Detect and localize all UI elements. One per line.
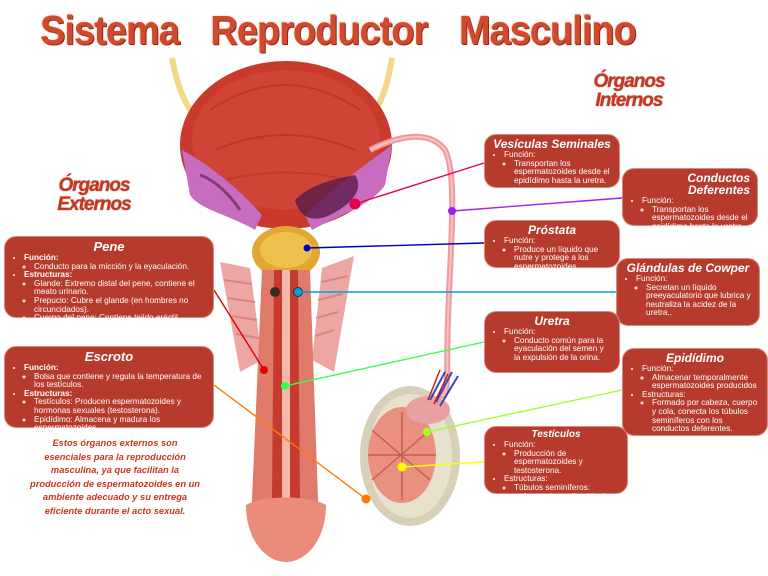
box-title: Testículos xyxy=(531,429,581,440)
function-text: Produce un líquido que nutre y protege a… xyxy=(514,245,612,272)
structure-item: Epidídimo: Almacena y madura los esperma… xyxy=(34,415,206,433)
function-text: Conducto para la micción y la eyaculació… xyxy=(34,262,206,272)
box-title: Escroto xyxy=(84,349,134,364)
structure-item: Glande: Extremo distal del pene, contien… xyxy=(34,279,206,297)
function-label: Función: xyxy=(636,274,668,283)
function-text: Bolsa que contiene y regula la temperatu… xyxy=(34,372,206,390)
structure-item: Prepucio: Cubre el glande (en hombres no… xyxy=(34,296,206,314)
cowper-gland-left xyxy=(270,287,280,297)
box-prostata: Próstata Función: Produce un líquido que… xyxy=(484,220,620,271)
function-label: Función: xyxy=(642,364,674,373)
function-text: Conducto común para la eyaculación del s… xyxy=(514,336,612,363)
page-title: Sistema Reproductor Masculino xyxy=(40,8,637,54)
sub-structure-label: Túbulos seminíferos: xyxy=(514,482,590,492)
box-title: Epidídimo xyxy=(666,351,724,365)
marker-epididimo xyxy=(423,428,431,436)
box-escroto: Escroto Función: Bolsa que contiene y re… xyxy=(4,346,214,432)
function-label: Función: xyxy=(642,196,674,205)
function-label: Función: xyxy=(24,363,59,372)
box-vesiculas-seminales: Vesículas Seminales Función: Transportan… xyxy=(484,134,620,188)
function-label: Función: xyxy=(504,236,536,245)
leader-testiculos xyxy=(401,461,485,468)
function-label: Función: xyxy=(504,327,536,336)
structure-item: Cuerpo del pene: Contiene tejido eréctil… xyxy=(34,314,206,323)
section-external-title: Órganos Externos xyxy=(57,175,131,215)
box-uretra: Uretra Función: Conducto común para la e… xyxy=(484,311,620,373)
leader-uretra xyxy=(284,341,485,387)
function-label: Función: xyxy=(504,150,536,159)
function-label: Función: xyxy=(504,440,536,449)
sub-structure-text: Lugar de producción de espermatozoides xyxy=(524,492,620,510)
box-glandulas-cowper: Glándulas de Cowper Función: Secretan un… xyxy=(616,258,760,326)
structure-item: Testículos: Producen espermatozoides y h… xyxy=(34,398,206,415)
box-title: Glándulas de Cowper xyxy=(626,261,750,275)
leader-prostata xyxy=(306,242,485,249)
structures-label: Estructuras: xyxy=(24,388,73,398)
leader-escroto xyxy=(213,384,367,500)
box-testiculos: Testículos Función: Producción de esperm… xyxy=(484,426,628,509)
structures-label: Estructuras: xyxy=(24,270,73,280)
function-text: Producción de espermatozoides y testoste… xyxy=(514,449,620,476)
box-pene: Pene Función: Conducto para la micción y… xyxy=(4,236,214,322)
structures-text: Formado por cabeza, cuerpo y cola, conec… xyxy=(652,399,760,433)
function-text: Almacenar temporalmente espermatozoides … xyxy=(652,373,760,391)
external-organs-note: Estos órganos externos son esenciales pa… xyxy=(30,438,200,516)
box-title: Vesículas Seminales xyxy=(493,137,611,151)
leader-epididimo xyxy=(426,389,623,433)
marker-conductos xyxy=(448,207,456,215)
function-text: Transportan los espermatozoides desde el… xyxy=(514,159,612,186)
leader-pene xyxy=(213,289,265,371)
leader-conductos xyxy=(451,197,623,212)
structures-label: Estructuras: xyxy=(504,474,548,484)
marker-testiculos xyxy=(397,462,407,472)
section-internal-title: Órganos Internos xyxy=(593,71,665,111)
marker-pene xyxy=(260,366,268,374)
epididymis xyxy=(406,396,450,424)
box-title: Uretra xyxy=(534,314,570,328)
marker-prostata xyxy=(303,244,311,252)
marker-cowper xyxy=(294,288,302,296)
marker-uretra xyxy=(281,382,289,390)
box-epididimo: Epidídimo Función: Almacenar temporalmen… xyxy=(622,348,768,436)
box-title: Próstata xyxy=(527,223,577,237)
box-title: Conductos Deferentes xyxy=(687,171,750,197)
structures-label: Estructuras: xyxy=(642,389,686,399)
marker-escroto xyxy=(361,494,371,504)
leader-vesiculas xyxy=(354,162,485,205)
function-text: Transportan los espermatozoides desde el… xyxy=(652,205,750,232)
box-conductos-deferentes: Conductos Deferentes Función: Transporta… xyxy=(622,168,758,231)
box-title: Pene xyxy=(93,239,125,254)
function-text: Secretan un líquido preeyaculatorio que … xyxy=(646,283,752,318)
function-label: Función: xyxy=(24,253,59,262)
glans xyxy=(246,497,326,562)
marker-vesiculas xyxy=(349,198,361,210)
